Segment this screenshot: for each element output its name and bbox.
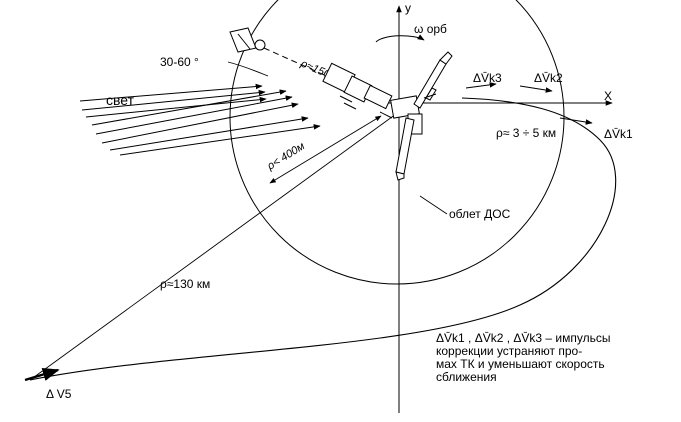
angle-label: 30-60 ° <box>160 55 199 69</box>
light-ray <box>119 124 321 156</box>
dvk2-arrow <box>519 85 553 93</box>
light-ray <box>79 83 263 102</box>
omega-orb-label: ω орб <box>414 22 447 36</box>
note-line-4: сближения <box>436 370 497 384</box>
approach-line <box>29 113 397 381</box>
dvk1-label: ΔV̄k1 <box>604 127 633 141</box>
note-line-2: коррекции устраняют про- <box>436 344 583 358</box>
axis-y-label: y <box>405 1 411 15</box>
dv5-label: Δ V5 <box>46 387 72 401</box>
light-ray <box>91 89 287 126</box>
note-line-1: ΔV̄k1 , ΔV̄k2 , ΔV̄k3 – импульсы <box>436 331 611 345</box>
angle-leader <box>227 61 269 77</box>
dvk3-arrow <box>465 82 497 89</box>
omega-rotation-arrow <box>375 34 425 43</box>
light-ray <box>85 96 267 118</box>
light-ray <box>81 89 266 111</box>
light-ray <box>101 102 299 144</box>
note-line-3: мах ТК и уменьшают скорость <box>436 357 605 371</box>
rho-400-label: ρ< 400м <box>264 140 307 173</box>
light-ray <box>109 116 309 151</box>
flyaround-label: облет ДОС <box>449 207 511 221</box>
flyaround-circle <box>229 0 565 285</box>
dvk1-arrow <box>559 117 593 125</box>
dvk2-label: ΔV̄k2 <box>534 71 563 85</box>
rho-3-5-label: ρ≈ 3 ÷ 5 км <box>496 126 556 140</box>
light-label: свет <box>106 92 135 108</box>
correction-note: ΔV̄k1 , ΔV̄k2 , ΔV̄k3 – импульсы коррекц… <box>436 332 676 384</box>
light-rays <box>79 83 321 156</box>
rho-400-dimension <box>269 115 382 184</box>
light-ray <box>95 95 293 135</box>
dv5-arrow <box>24 367 60 382</box>
axis-x-label: X <box>604 89 612 103</box>
flyaround-leader <box>419 195 448 215</box>
rho-130-label: ρ≈130 км <box>160 277 210 291</box>
approaching-spacecraft <box>229 27 266 53</box>
approach-trajectory <box>29 97 617 381</box>
dvk3-label: ΔV̄k3 <box>473 71 502 85</box>
space-station <box>322 51 453 181</box>
